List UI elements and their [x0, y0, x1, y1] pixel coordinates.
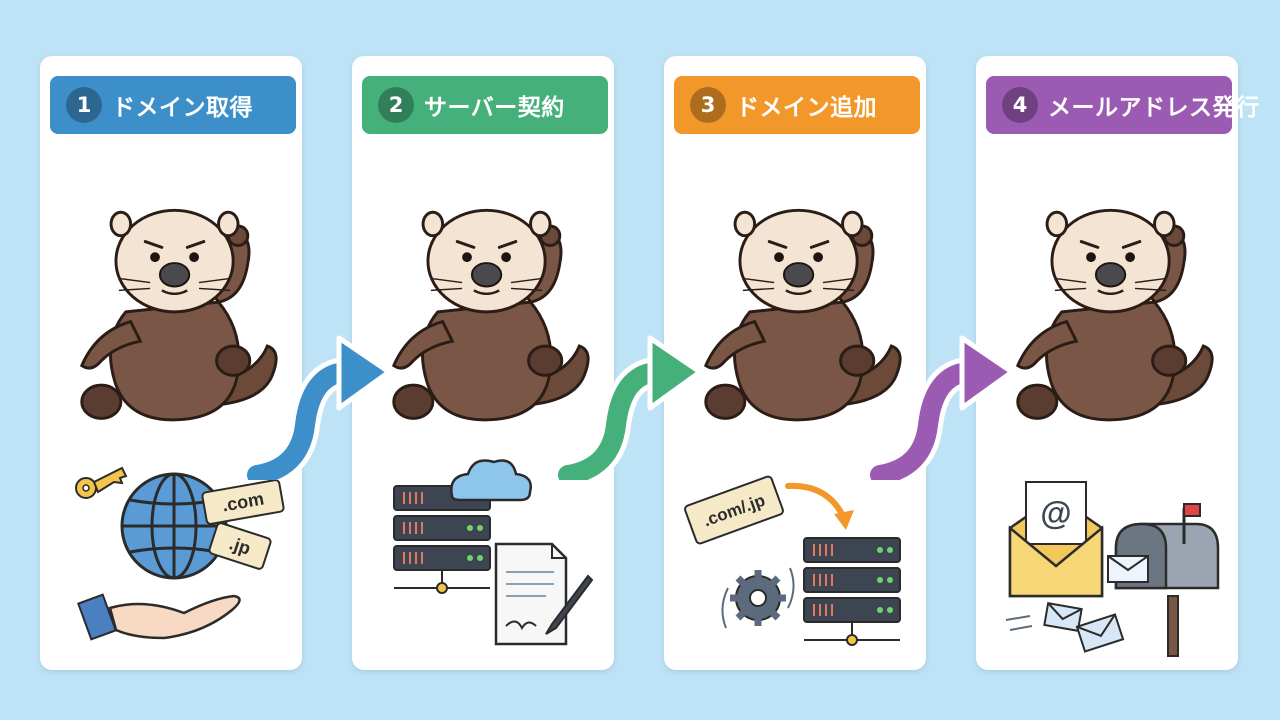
- step-header-3: 3 ドメイン追加: [674, 76, 920, 134]
- step-title-1: ドメイン取得: [112, 95, 253, 121]
- arrow-icon-blue: [245, 335, 392, 480]
- step-card-1: 1 ドメイン取得 .com .jp: [40, 56, 302, 670]
- globe-icon: [120, 472, 228, 580]
- step-number-3: 3: [690, 87, 726, 123]
- server-stack-icon: [393, 485, 491, 594]
- globe-key-hand-icon: .com .jp: [75, 466, 285, 641]
- at-symbol: @: [1040, 495, 1071, 531]
- step-title-3: ドメイン追加: [736, 95, 877, 121]
- domain-tag-server-icon: .com/.jp: [684, 475, 901, 646]
- hand-icon: [77, 593, 241, 641]
- arrow-icon-green: [556, 335, 703, 480]
- step-header-1: 1 ドメイン取得: [50, 76, 296, 134]
- flying-envelope-icon: [1005, 602, 1125, 653]
- step-card-3: 3 ドメイン追加 .com/.jp: [664, 56, 926, 670]
- mailbox-icon: [1107, 503, 1220, 657]
- step-number-4: 4: [1002, 87, 1038, 123]
- step-card-2: 2 サーバー契約: [352, 56, 614, 670]
- key-icon: [75, 466, 128, 499]
- open-envelope-icon: @: [1008, 481, 1104, 598]
- step-title-2: サーバー契約: [424, 95, 565, 121]
- arrow-icon-purple: [868, 335, 1015, 480]
- tag-jp: .jp: [208, 522, 272, 570]
- otter-illustration: [1016, 208, 1214, 422]
- tag-com: .com: [201, 479, 285, 525]
- step-title-4: メールアドレス発行: [1048, 95, 1260, 121]
- step-card-4: 4 メールアドレス発行 @: [976, 56, 1259, 670]
- step-header-4: 4 メールアドレス発行: [986, 76, 1259, 134]
- orange-arrow-icon: [785, 482, 847, 521]
- pen-icon: [545, 574, 594, 635]
- cloud-icon: [450, 459, 532, 502]
- step-number-2: 2: [378, 87, 414, 123]
- domain-tag: .com/.jp: [684, 475, 784, 545]
- server-cloud-contract-icon: [393, 459, 594, 646]
- gear-icon: [721, 567, 795, 629]
- contract-icon: [494, 542, 594, 646]
- step-header-2: 2 サーバー契約: [362, 76, 608, 134]
- envelope-mailbox-icon: @: [1005, 481, 1220, 657]
- step-number-1: 1: [66, 87, 102, 123]
- server-stack-icon: [803, 537, 901, 646]
